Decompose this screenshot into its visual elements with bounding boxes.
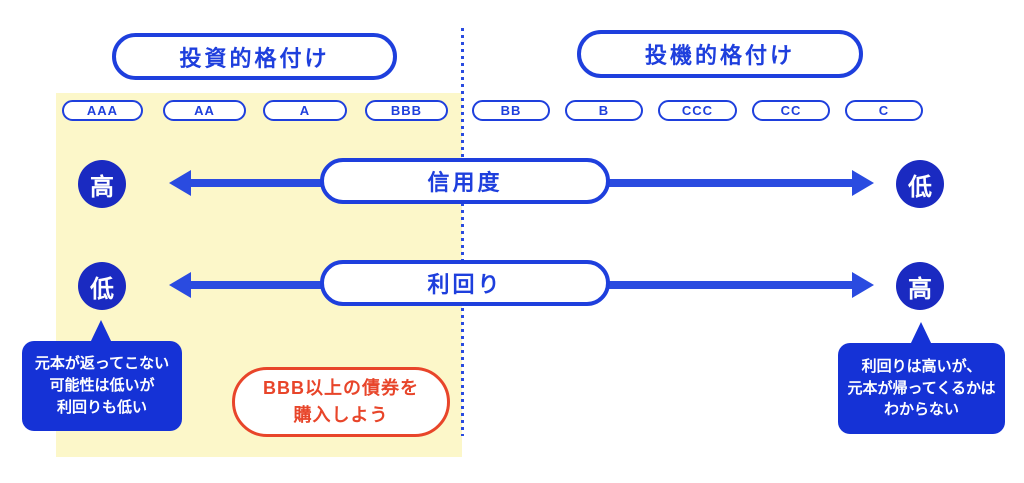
yield-left-circle: 低 bbox=[78, 262, 126, 310]
creditworthiness-left-circle: 高 bbox=[78, 160, 126, 208]
left-callout-pointer bbox=[90, 320, 112, 343]
yield-arrowhead-right-icon bbox=[852, 272, 874, 298]
rating-pill-b: B bbox=[565, 100, 643, 121]
creditworthiness-left-circle-label: 高 bbox=[90, 173, 114, 201]
yield-left-circle-label: 低 bbox=[90, 275, 114, 303]
rating-pill-c: C bbox=[845, 100, 923, 121]
yield-arrow-left bbox=[188, 281, 322, 289]
creditworthiness-label: 信用度 bbox=[427, 170, 503, 195]
creditworthiness-arrow-left bbox=[188, 179, 322, 187]
creditworthiness-arrow-right bbox=[608, 179, 854, 187]
creditworthiness-arrowhead-right-icon bbox=[852, 170, 874, 196]
creditworthiness-arrowhead-left-icon bbox=[169, 170, 191, 196]
left-callout-bubble: 元本が返ってこない 可能性は低いが 利回りも低い bbox=[22, 341, 182, 431]
investment-grade-label: 投資的格付け bbox=[179, 45, 330, 71]
rating-label-c: C bbox=[878, 103, 890, 118]
rating-label-cc: CC bbox=[780, 103, 802, 118]
yield-arrowhead-left-icon bbox=[169, 272, 191, 298]
center-callout-line1: BBB以上の債券を bbox=[263, 378, 419, 398]
rating-pill-bbb: BBB bbox=[365, 100, 448, 121]
rating-label-bbb: BBB bbox=[390, 103, 423, 118]
rating-pill-ccc: CCC bbox=[658, 100, 737, 121]
yield-arrow-right bbox=[608, 281, 854, 289]
right-callout-line2: 元本が帰ってくるかは bbox=[847, 379, 996, 397]
yield-label: 利回り bbox=[427, 272, 503, 297]
right-callout-line3: わからない bbox=[883, 401, 959, 419]
investment-grade-header: 投資的格付け bbox=[112, 33, 397, 80]
yield-right-circle: 高 bbox=[896, 262, 944, 310]
creditworthiness-right-circle: 低 bbox=[896, 160, 944, 208]
rating-label-aa: AA bbox=[194, 103, 215, 118]
rating-label-a: A bbox=[299, 103, 311, 118]
right-callout-line1: 利回りは高いが、 bbox=[861, 357, 982, 375]
rating-label-b: B bbox=[598, 103, 610, 118]
creditworthiness-right-circle-label: 低 bbox=[908, 173, 932, 201]
center-callout-pill: BBB以上の債券を 購入しよう bbox=[232, 367, 450, 437]
rating-pill-cc: CC bbox=[752, 100, 830, 121]
rating-label-ccc: CCC bbox=[681, 103, 714, 118]
rating-pill-bb: BB bbox=[472, 100, 550, 121]
rating-pill-aa: AA bbox=[163, 100, 246, 121]
left-callout-line3: 利回りも低い bbox=[56, 398, 147, 416]
center-callout-line2: 購入しよう bbox=[293, 405, 389, 425]
rating-pill-aaa: AAA bbox=[62, 100, 143, 121]
left-callout-line1: 元本が返ってこない bbox=[34, 355, 170, 373]
rating-label-aaa: AAA bbox=[86, 103, 119, 118]
dotted-divider bbox=[461, 28, 464, 436]
yield-pill: 利回り bbox=[320, 260, 610, 306]
rating-label-bb: BB bbox=[500, 103, 522, 118]
speculative-grade-label: 投機的格付け bbox=[644, 43, 795, 68]
speculative-grade-header: 投機的格付け bbox=[577, 30, 863, 78]
right-callout-bubble: 利回りは高いが、 元本が帰ってくるかは わからない bbox=[838, 343, 1005, 434]
creditworthiness-pill: 信用度 bbox=[320, 158, 610, 204]
right-callout-pointer bbox=[910, 322, 932, 345]
left-callout-line2: 可能性は低いが bbox=[49, 377, 155, 395]
rating-pill-a: A bbox=[263, 100, 347, 121]
yield-right-circle-label: 高 bbox=[908, 275, 932, 303]
